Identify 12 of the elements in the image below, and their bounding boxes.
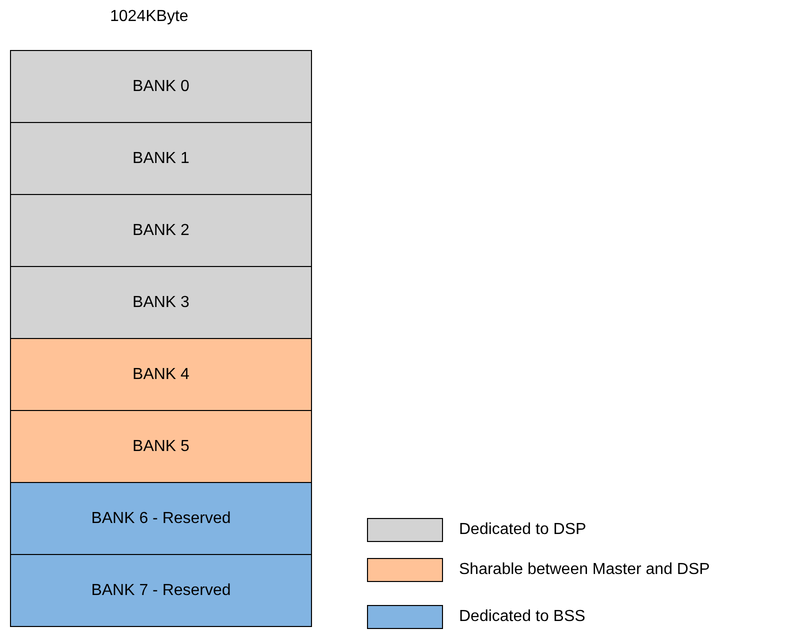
- memory-size-label: 1024KByte: [110, 8, 188, 26]
- memory-bank-block: BANK 7 - Reserved: [10, 554, 312, 627]
- memory-bank-block: BANK 0: [10, 50, 312, 123]
- memory-bank-block: BANK 6 - Reserved: [10, 482, 312, 555]
- memory-bank-block: BANK 2: [10, 194, 312, 267]
- legend-label: Dedicated to DSP: [459, 521, 586, 539]
- memory-bank-block: BANK 1: [10, 122, 312, 195]
- legend-label: Sharable between Master and DSP: [459, 561, 710, 579]
- memory-bank-block: BANK 3: [10, 266, 312, 339]
- memory-bank-block: BANK 4: [10, 338, 312, 411]
- memory-bank-block: BANK 5: [10, 410, 312, 483]
- legend-label: Dedicated to BSS: [459, 608, 586, 626]
